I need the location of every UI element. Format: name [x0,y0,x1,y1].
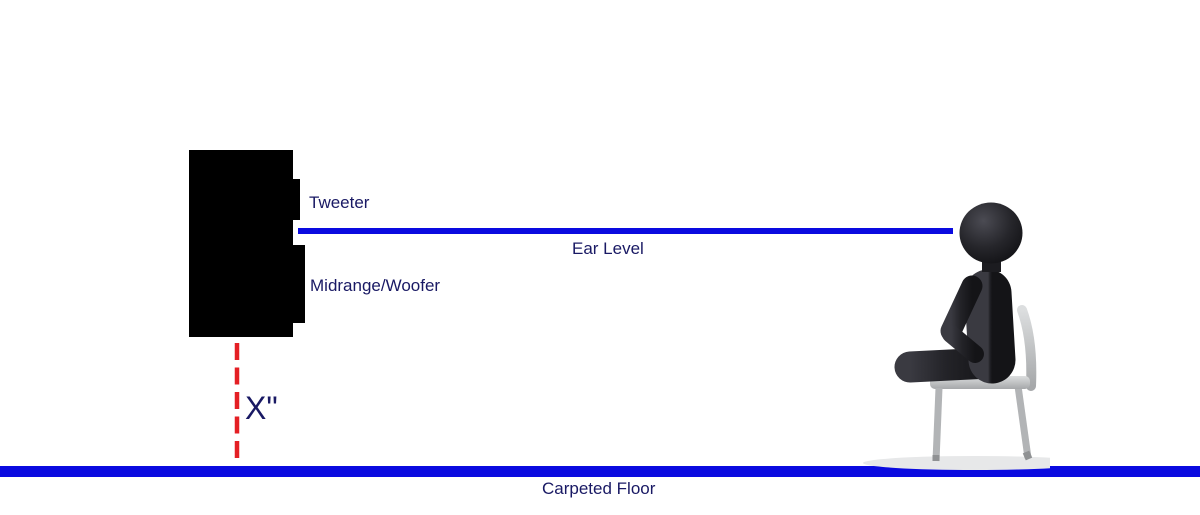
midrange-woofer-label: Midrange/Woofer [310,276,441,295]
ear-level-line [298,228,953,234]
person-icon [872,202,1023,457]
floor-shadow [863,456,1050,470]
tweeter-label: Tweeter [309,193,370,212]
height-x-label: X" [245,390,278,426]
speaker-cabinet [189,150,293,337]
seated-listener-illustration [863,202,1050,470]
tweeter-driver [293,179,300,220]
carpeted-floor-label: Carpeted Floor [542,479,656,498]
midrange-woofer-driver [293,245,305,323]
carpeted-floor-line [0,466,1200,477]
tweeter-height-dashed-line [234,343,240,463]
ear-level-label: Ear Level [572,239,644,258]
